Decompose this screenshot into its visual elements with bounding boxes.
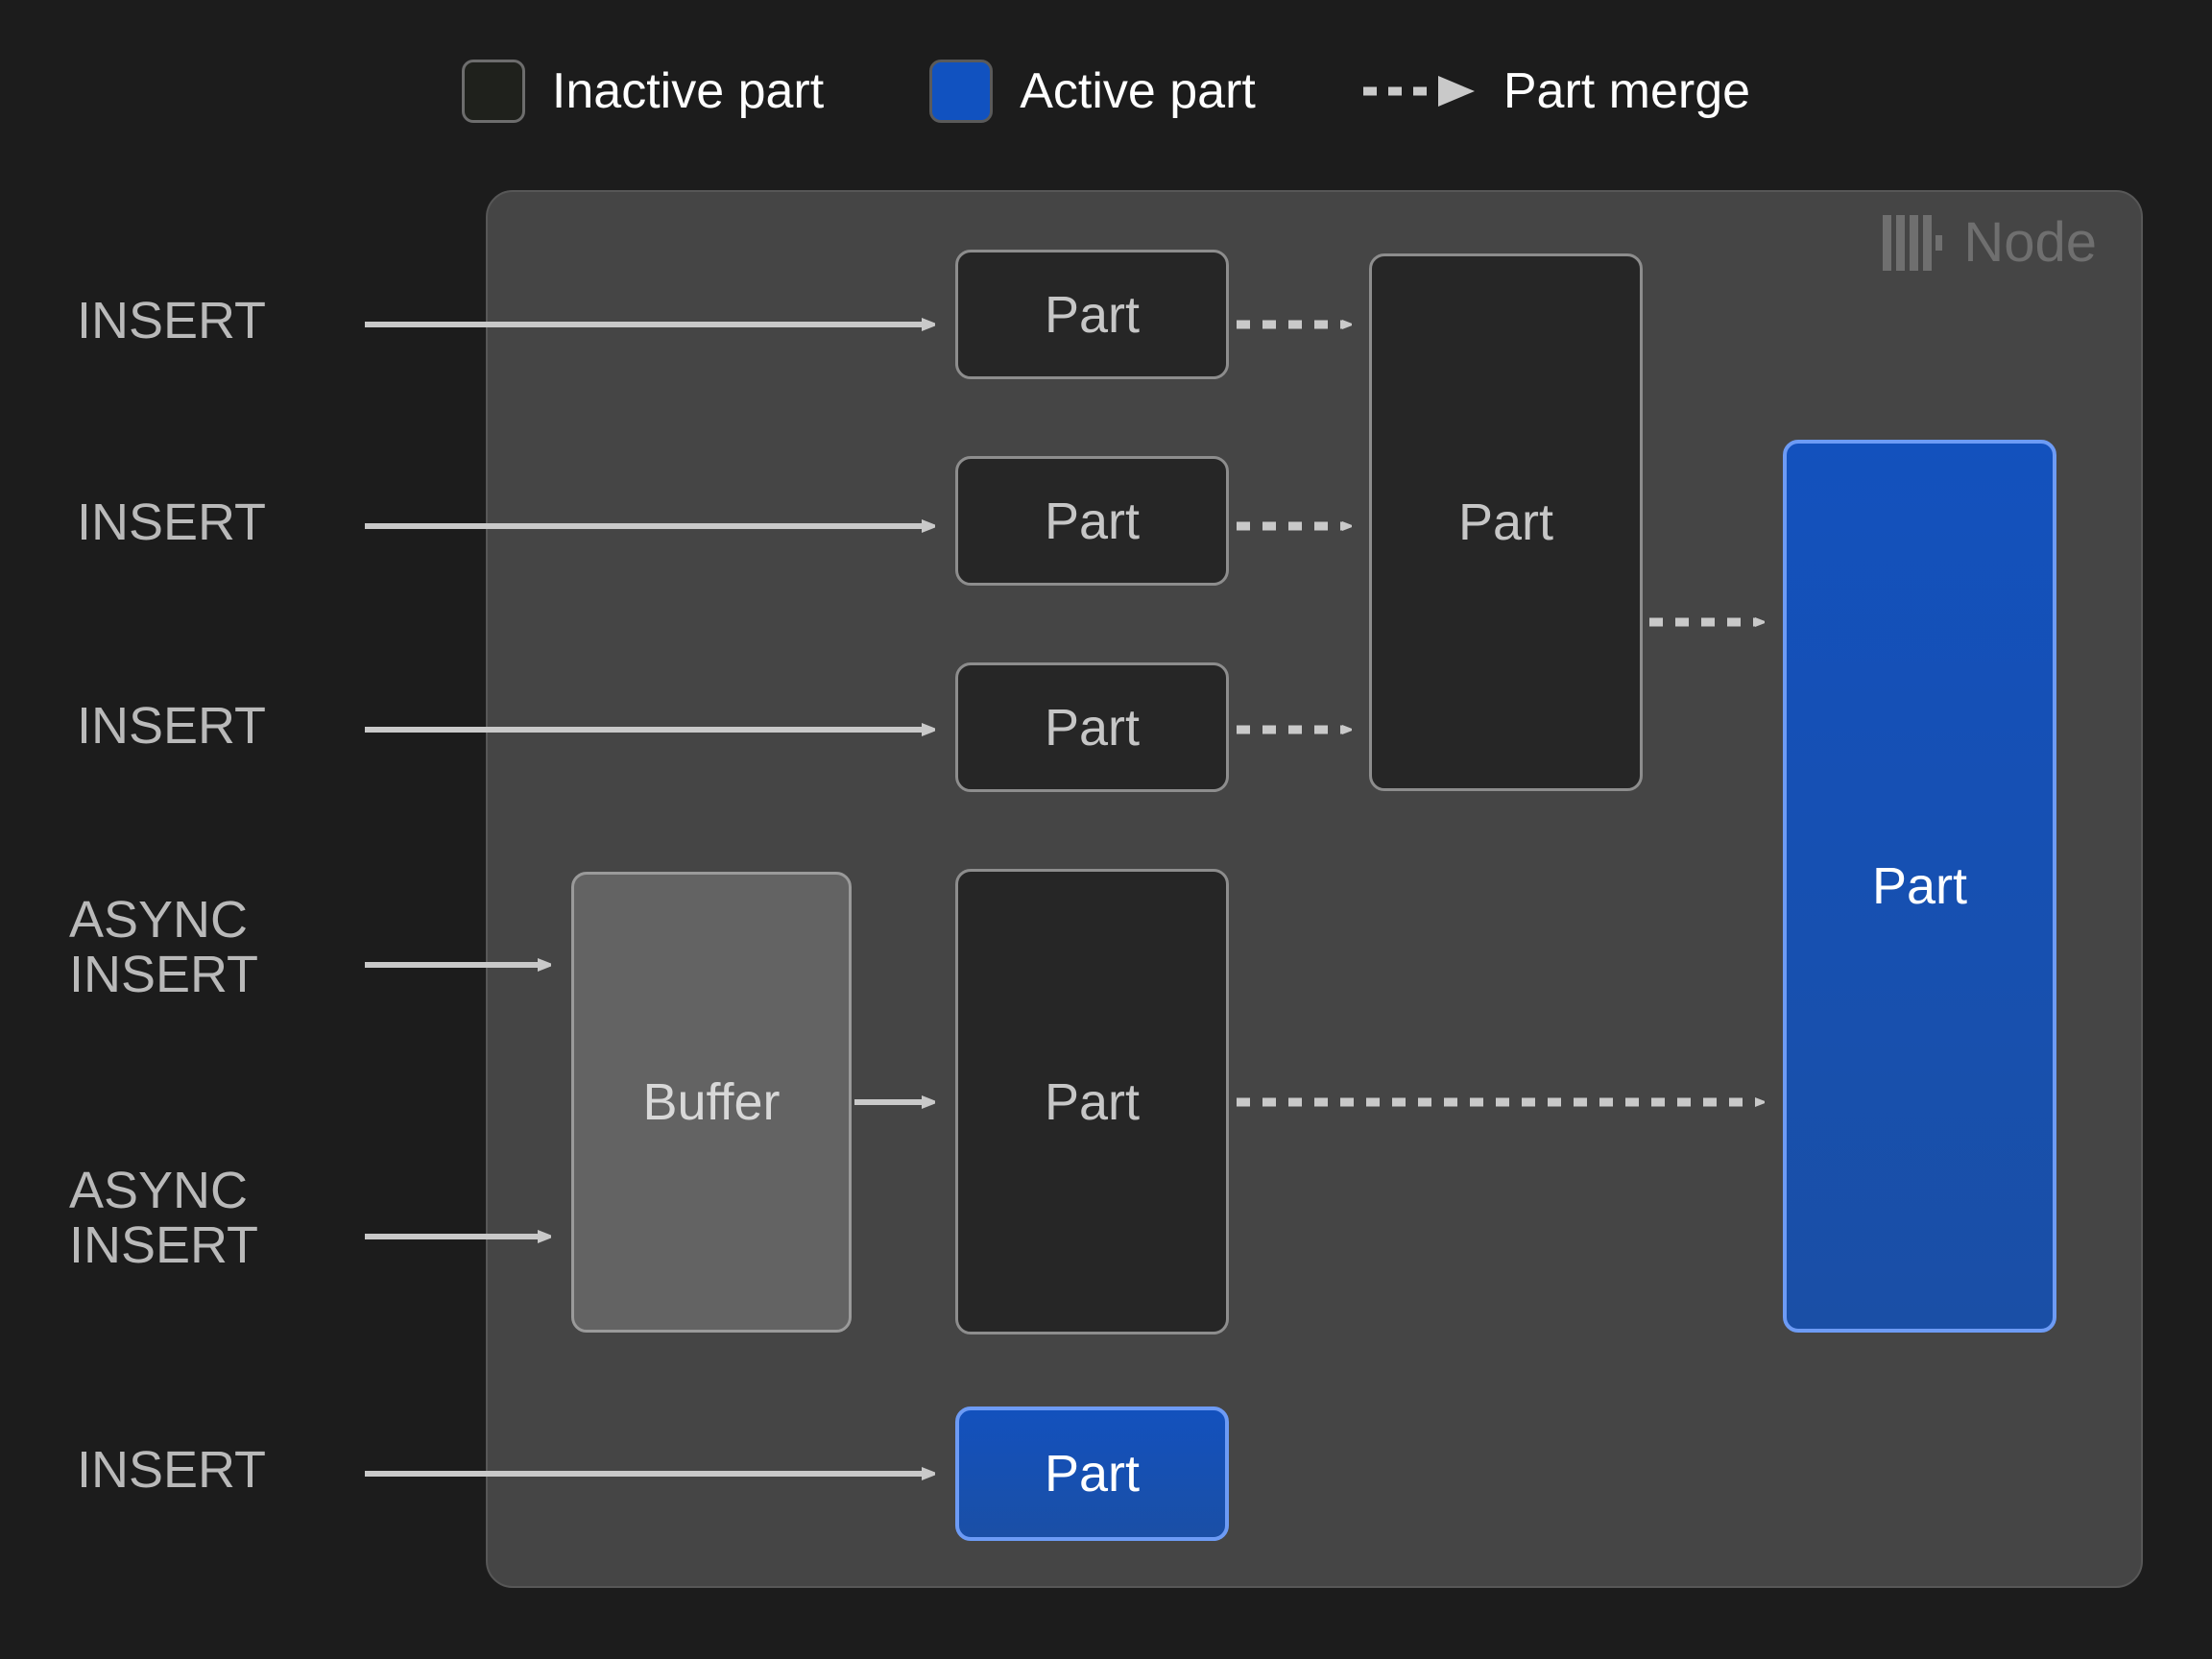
part-box-row1[interactable]: Part xyxy=(955,250,1229,379)
node-badge: Node xyxy=(1883,215,2097,271)
dashed-arrow-icon xyxy=(1362,76,1475,107)
input-label-insert-4: INSERT xyxy=(77,1441,267,1499)
input-label-insert-1: INSERT xyxy=(77,292,267,349)
legend-label-inactive-part: Inactive part xyxy=(551,63,825,119)
square-outline-icon xyxy=(461,60,525,123)
legend-item-inactive-part: Inactive part xyxy=(461,60,825,123)
input-label-insert-2: INSERT xyxy=(77,493,267,551)
part-box-row2[interactable]: Part xyxy=(955,456,1229,586)
part-box-row3[interactable]: Part xyxy=(955,662,1229,792)
legend: Inactive part Active part Part merge xyxy=(0,38,2212,144)
buffer-box[interactable]: Buffer xyxy=(571,872,852,1333)
input-label-async-insert-2: ASYNC INSERT xyxy=(69,1162,259,1275)
square-filled-icon xyxy=(929,60,994,123)
clickhouse-logo-icon xyxy=(1883,215,1943,271)
part-box-merged[interactable]: Part xyxy=(1369,253,1643,791)
input-label-insert-3: INSERT xyxy=(77,697,267,755)
part-box-buffered[interactable]: Part xyxy=(955,869,1229,1334)
node-label: Node xyxy=(1963,211,2097,274)
part-box-active[interactable]: Part xyxy=(1783,440,2056,1333)
legend-label-part-merge: Part merge xyxy=(1503,63,1751,119)
legend-item-part-merge: Part merge xyxy=(1361,66,1750,116)
input-label-async-insert-1: ASYNC INSERT xyxy=(69,891,259,1004)
legend-label-active-part: Active part xyxy=(1020,63,1256,119)
legend-item-active-part: Active part xyxy=(929,60,1256,123)
part-box-new[interactable]: Part xyxy=(955,1407,1229,1541)
